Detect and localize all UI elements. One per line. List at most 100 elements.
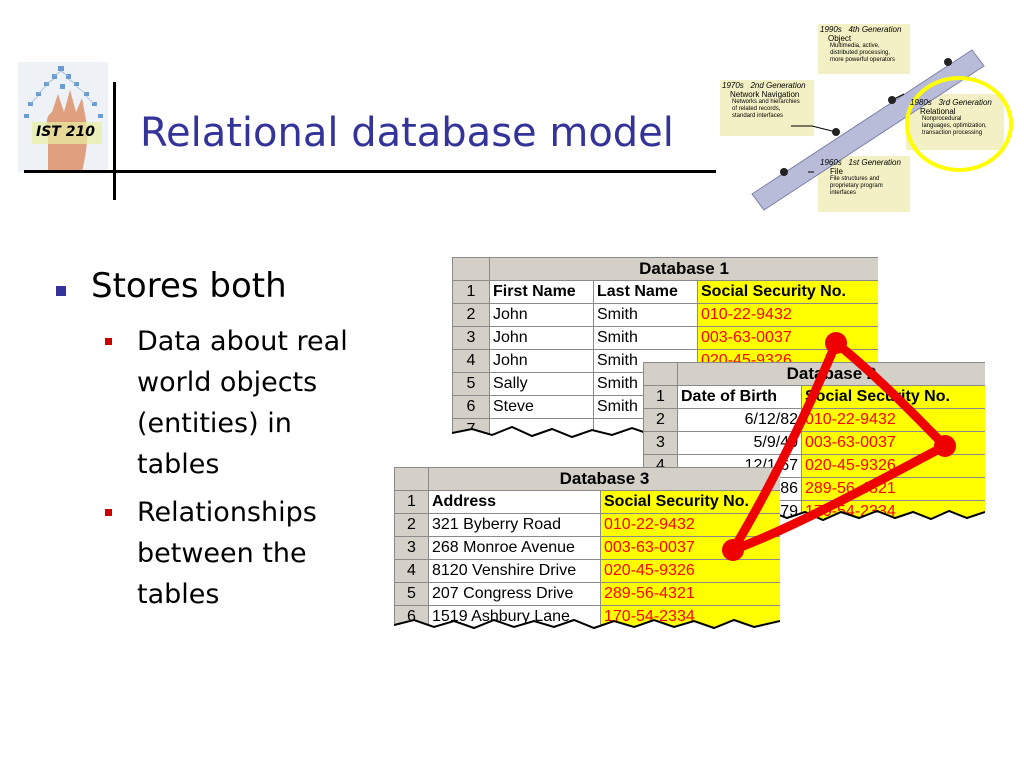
bullet-marker-icon [56,286,66,296]
column-header: Last Name [593,280,698,304]
row-number: 1 [394,490,429,514]
sub-bullet-line: Data about real [137,326,348,357]
table-title: Database 1 [488,257,878,281]
cell: 8120 Venshire Drive [428,559,601,583]
bullet-text: Stores both [91,266,287,306]
ssn-cell: 010-22-9432 [801,408,985,432]
ssn-cell: 003-63-0037 [696,326,878,350]
sub-bullet-line: tables [137,449,220,480]
timeline-desc-line: languages, optimization, [922,123,987,129]
timeline-generation: 3rd Generation [938,98,992,107]
ssn-cell: 010-22-9432 [696,303,878,327]
ssn-cell: 020-45-9326 [600,559,780,583]
timeline-generation: 4th Generation [848,25,902,34]
row-number: 2 [643,408,678,432]
timeline-desc-line: File structures and [830,176,880,182]
ssn-cell: 289-56-4321 [801,477,985,501]
timeline-model: File [830,167,843,176]
sub-bullet-marker-icon [105,338,112,345]
timeline-model: Object [828,34,852,43]
row-number: 4 [452,349,490,373]
column-header: Social Security No. [696,280,878,304]
cell: 5/9/40 [677,431,802,455]
cell: John [489,303,594,327]
row-number: 5 [452,372,490,396]
corner-cell [394,467,429,491]
timeline-desc-line: interfaces [830,190,857,196]
timeline-era: 1980s [910,98,932,107]
row-number: 3 [452,326,490,350]
column-header: Social Security No. [801,385,985,409]
timeline-generation: 2nd Generation [750,81,806,90]
cell: Steve [489,395,594,419]
timeline-desc-line: Multimedia, active, [830,43,880,49]
timeline-desc-line: transaction processing [922,130,983,136]
column-header: Date of Birth [677,385,802,409]
timeline-model: Network Navigation [730,90,800,99]
highlight-ring [905,76,1013,172]
cell: Smith [593,303,698,327]
column-header: Address [428,490,601,514]
row-number: 4 [394,559,429,583]
timeline-card-2nd-gen: 1970s 2nd Generation Network Navigation … [722,81,816,120]
sub-bullet-entities: Data about real world objects (entities)… [105,321,348,485]
sub-bullet-line: world objects [137,367,318,398]
sub-bullet-line: tables [137,579,220,610]
slide-title: Relational database model [140,110,674,156]
timeline-era: 1960s [820,158,842,167]
ssn-cell: 003-63-0037 [801,431,985,455]
title-divider-horizontal [24,170,716,173]
timeline-desc-line: of related records, [732,106,781,112]
ssn-cell: 010-22-9432 [600,513,780,537]
sub-bullet-relationships: Relationships between the tables [105,492,317,615]
ssn-cell: 289-56-4321 [600,582,780,606]
table-title: Database 2 [677,362,985,386]
ssn-cell: 020-45-9326 [801,454,985,478]
course-logo: IST 210 [18,62,108,172]
column-header: First Name [489,280,594,304]
cell: 207 Congress Drive [428,582,601,606]
timeline-desc-line: Networks and hierarchies [732,99,800,105]
row-number: 2 [394,513,429,537]
sub-bullet-line: between the [137,538,307,569]
row-number: 5 [394,582,429,606]
timeline-era: 1970s [722,81,744,90]
row-number: 3 [643,431,678,455]
sub-bullet-line: Relationships [137,497,317,528]
timeline-card-3rd-gen: 1980s 3rd Generation Relational Nonproce… [910,98,1004,137]
table-title: Database 3 [428,467,780,491]
timeline-model: Relational [920,107,956,116]
torn-edge [394,618,780,639]
ssn-cell: 003-63-0037 [600,536,780,560]
cell: John [489,326,594,350]
cell: John [489,349,594,373]
sub-bullet-marker-icon [105,509,112,516]
sub-bullet-line: (entities) in [137,408,292,439]
row-number: 6 [452,395,490,419]
timeline-desc-line: distributed processing, [830,50,891,56]
title-divider-vertical [113,82,116,200]
hand-network-icon [18,62,108,172]
corner-cell [452,257,490,281]
timeline-desc-line: proprietary program [830,183,883,189]
cell: Smith [593,326,698,350]
timeline-desc-line: standard interfaces [732,113,784,119]
corner-cell [643,362,678,386]
timeline-graphic [720,24,1013,212]
logo-label-backdrop [32,122,102,144]
timeline-desc-line: Nonprocedural [922,116,962,122]
cell: 268 Monroe Avenue [428,536,601,560]
row-number: 3 [394,536,429,560]
row-number: 1 [452,280,490,304]
timeline-era: 1990s [820,25,842,34]
cell: 6/12/82 [677,408,802,432]
logo-label: IST 210 [36,124,95,140]
timeline-desc-line: more powerful operators [830,57,896,63]
row-number: 1 [643,385,678,409]
timeline-generation: 1st Generation [848,158,901,167]
cell: Sally [489,372,594,396]
column-header: Social Security No. [600,490,780,514]
timeline-card-4th-gen: 1990s 4th Generation Object Multimedia, … [820,25,912,64]
row-number: 2 [452,303,490,327]
